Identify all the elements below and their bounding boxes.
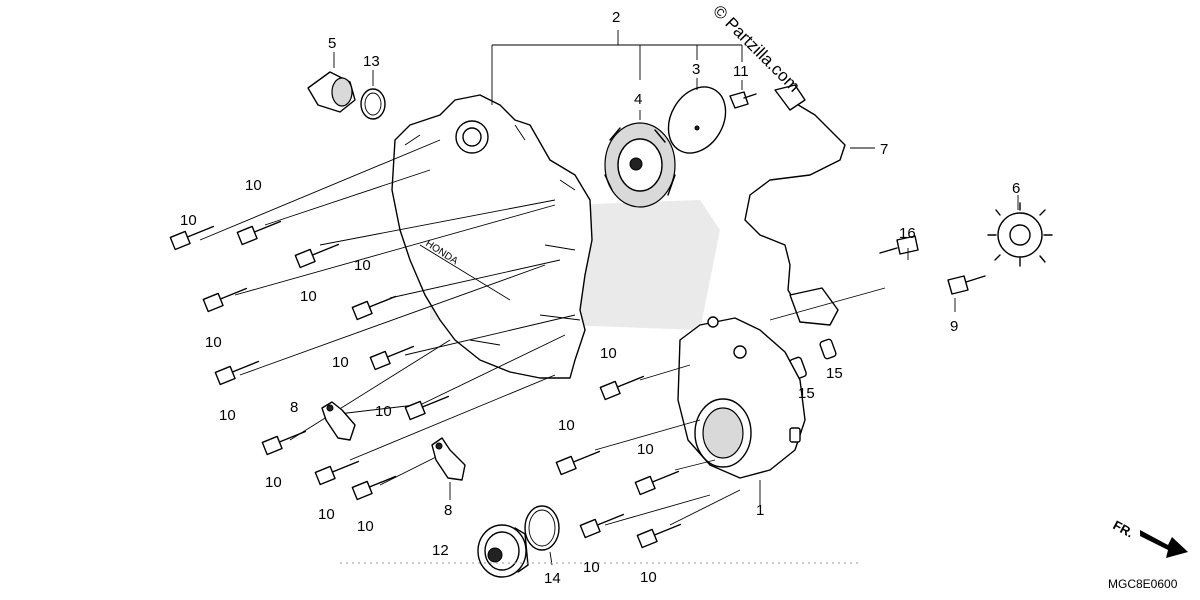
callout-8-a: 8 [290, 399, 298, 416]
alternator-stator-4 [604, 110, 676, 208]
direction-label: FR. [1111, 517, 1137, 540]
callout-10-k: 10 [357, 518, 374, 535]
callout-2: 2 [612, 9, 620, 26]
bolt-9 [947, 275, 986, 312]
callout-10-p: 10 [640, 569, 657, 586]
callout-11: 11 [733, 63, 749, 80]
pulser-rotor-6 [987, 195, 1053, 267]
wire-clamp-8a [321, 401, 356, 441]
left-crankcase-cover: HONDA [391, 94, 593, 379]
callout-10-b: 10 [180, 212, 197, 229]
o-ring-14 [524, 505, 560, 566]
crankshaft-hole-cap-12 [477, 524, 529, 578]
callout-10-i: 10 [265, 474, 282, 491]
callout-10-o: 10 [583, 559, 600, 576]
bolt-16 [879, 235, 919, 260]
callout-13: 13 [363, 53, 380, 70]
callout-10-n: 10 [637, 441, 654, 458]
flange-bolts-10 [169, 220, 682, 549]
right-crankcase-cover-1 [677, 316, 806, 505]
callout-10-c: 10 [300, 288, 317, 305]
callout-10-a: 10 [245, 177, 262, 194]
callout-6: 6 [1012, 180, 1020, 197]
callout-5: 5 [328, 35, 336, 52]
callout-10-e: 10 [205, 334, 222, 351]
front-direction-arrow-icon [1140, 530, 1188, 558]
o-ring-13 [360, 70, 386, 120]
callout-10-g: 10 [219, 407, 236, 424]
callout-10-l: 10 [600, 345, 617, 362]
callout-16: 16 [899, 225, 916, 242]
bolt-11 [729, 80, 757, 109]
callout-15-b: 15 [798, 385, 815, 402]
callout-14: 14 [544, 570, 561, 587]
dowel-pin-15b [819, 338, 837, 360]
callout-10-j: 10 [318, 506, 335, 523]
callout-10-h: 10 [375, 403, 392, 420]
wire-clamp-8b [431, 437, 466, 500]
callout-9: 9 [950, 318, 958, 335]
callout-4: 4 [634, 91, 642, 108]
leader-lines-right [594, 364, 741, 526]
callout-12: 12 [432, 542, 449, 559]
callout-10-d: 10 [354, 257, 371, 274]
callout-7: 7 [880, 141, 888, 158]
callout-3: 3 [692, 61, 700, 78]
callout-labels: 2 3 4 5 13 11 7 6 16 9 15 15 1 12 14 8 8… [180, 9, 1020, 587]
leader-lines-left [199, 139, 576, 486]
sensor-harness-7 [744, 84, 886, 326]
callout-10-m: 10 [558, 417, 575, 434]
rotor-plate-3 [667, 78, 727, 154]
diagram-code: MGC8E0600 [1108, 577, 1178, 591]
callout-15-a: 15 [826, 365, 843, 382]
copyright-watermark: © Partzilla.com [709, 1, 803, 95]
callout-1: 1 [756, 502, 764, 519]
filler-cap-5 [307, 52, 356, 113]
callout-10-f: 10 [332, 354, 349, 371]
assembly-bracket-2 [491, 30, 743, 105]
callout-8-b: 8 [444, 502, 452, 519]
